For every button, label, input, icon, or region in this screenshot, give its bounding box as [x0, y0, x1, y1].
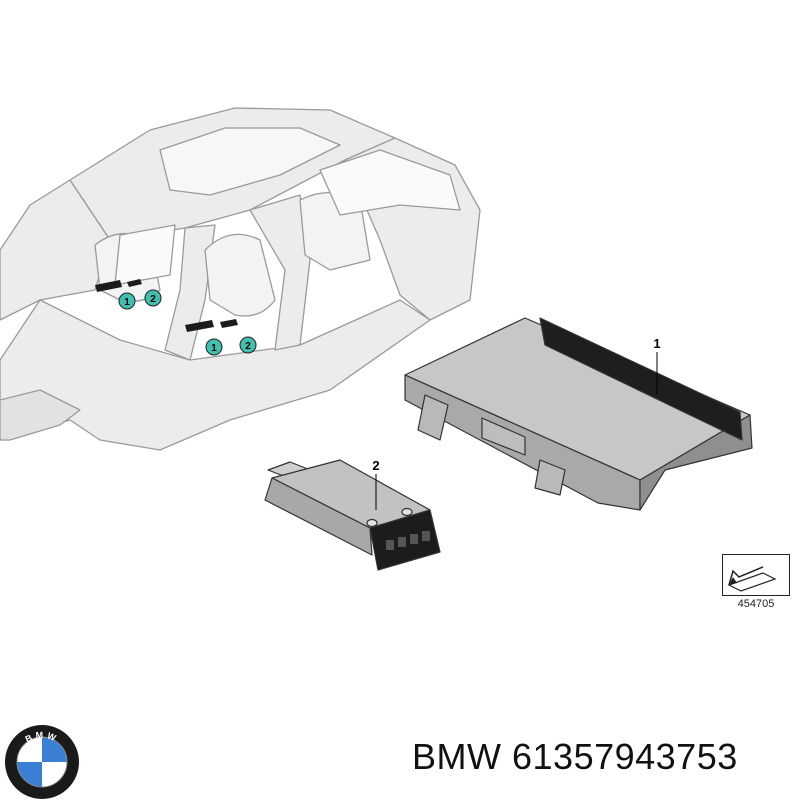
- bmw-logo: BMW: [5, 725, 79, 799]
- badge-2-front: 2: [239, 336, 257, 354]
- reference-code: 454705: [737, 598, 775, 610]
- badge-1-rear: 1: [118, 292, 136, 310]
- badge-1-front: 1: [205, 338, 223, 356]
- svg-text:2: 2: [372, 458, 379, 473]
- reference-arrow-box: [722, 554, 790, 596]
- svg-text:BMW: BMW: [24, 730, 61, 745]
- control-module-large: [404, 317, 753, 511]
- control-module-small: [264, 459, 441, 571]
- part-number-label: BMW 61357943753: [412, 736, 738, 778]
- car-body-illustration: [0, 107, 481, 451]
- seat-sensor-marks: [95, 279, 238, 332]
- svg-text:2: 2: [245, 341, 251, 352]
- badge-2-rear: 2: [144, 289, 162, 307]
- svg-text:1: 1: [211, 343, 217, 354]
- callout-2: 2: [372, 458, 380, 510]
- svg-text:1: 1: [124, 297, 130, 308]
- callout-1: 1: [653, 336, 661, 395]
- brand-name: BMW: [412, 736, 502, 777]
- arrow-icon: [727, 566, 777, 592]
- location-badges: 1 2 1 2: [118, 289, 257, 356]
- part-number: 61357943753: [512, 736, 738, 777]
- svg-text:2: 2: [150, 294, 156, 305]
- svg-text:1: 1: [653, 336, 660, 351]
